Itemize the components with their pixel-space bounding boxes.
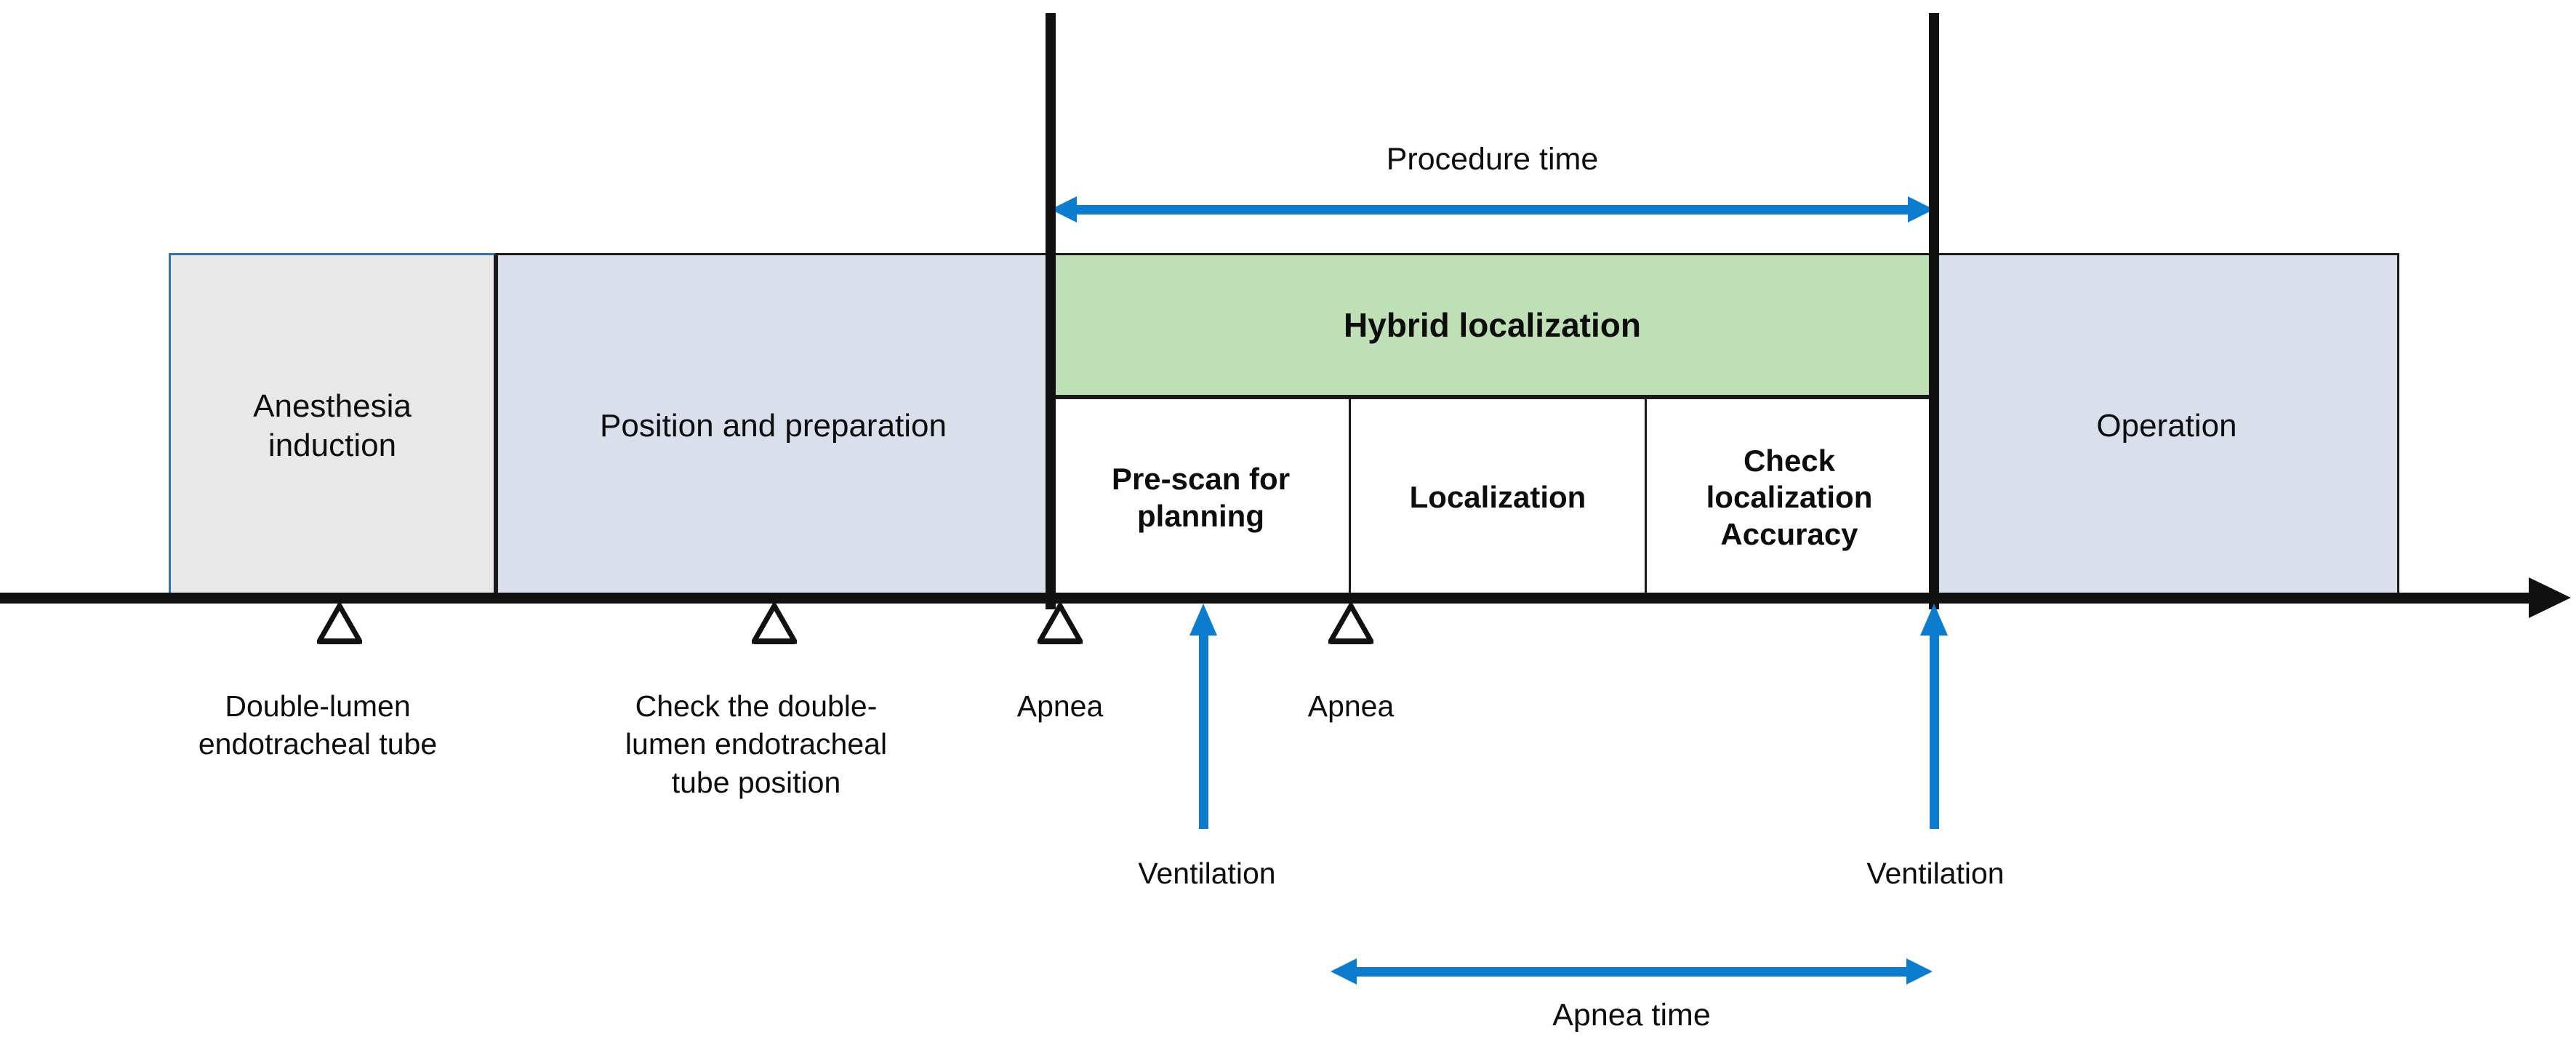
timeline-axis-arrow-icon	[2529, 577, 2571, 618]
arrow-shaft	[1072, 205, 1912, 215]
marker-label-check-tube-position: Check the double- lumen endotracheal tub…	[625, 689, 888, 799]
hybrid-step-label-pre-scan: Pre-scan for planning	[1111, 462, 1291, 533]
arrow-shaft	[1352, 967, 1911, 977]
apnea-time-arrow	[1331, 958, 1933, 985]
event-divider-right	[1929, 13, 1939, 609]
marker-label-apnea-second: Apnea	[1307, 689, 1395, 723]
event-divider-left	[1046, 13, 1056, 609]
apnea-time-label: Apnea time	[1552, 998, 1711, 1033]
hybrid-step-label-check-accuracy: Check localization Accuracy	[1706, 443, 1873, 551]
arrow-head-right	[1906, 958, 1933, 985]
arrow-shaft	[1930, 630, 1939, 829]
hybrid-step-pre-scan: Pre-scan for planning	[1051, 397, 1351, 598]
phase-box-operation: Operation	[1934, 253, 2399, 598]
hybrid-localization-label: Hybrid localization	[1344, 305, 1641, 344]
phase-box-position-and-preparation: Position and preparation	[496, 253, 1051, 598]
phase-label-position-and-preparation: Position and preparation	[600, 407, 947, 444]
triangle-marker-icon-3	[1038, 604, 1083, 644]
hybrid-step-localization: Localization	[1349, 397, 1647, 598]
marker-label-apnea-start: Apnea	[1016, 689, 1104, 723]
phase-label-anesthesia-induction: Anesthesia induction	[253, 388, 412, 463]
marker-label-double-lumen-tube: Double-lumen endotracheal tube	[198, 689, 438, 761]
procedure-time-arrow	[1051, 196, 1934, 223]
procedure-time-label: Procedure time	[1386, 142, 1599, 177]
phase-box-anesthesia-induction: Anesthesia induction	[169, 253, 496, 598]
ventilation-arrow-icon-1	[1189, 604, 1218, 829]
timeline-axis	[0, 593, 2541, 604]
triangle-marker-icon-1	[317, 604, 362, 644]
ventilation-label-1: Ventilation	[1138, 857, 1276, 890]
arrow-shaft	[1199, 630, 1208, 829]
ventilation-label-2: Ventilation	[1866, 857, 2005, 890]
hybrid-localization-band: Hybrid localization	[1051, 253, 1934, 397]
phase-label-operation: Operation	[2096, 407, 2237, 444]
triangle-marker-icon-4	[1328, 604, 1373, 644]
hybrid-step-label-localization: Localization	[1409, 480, 1586, 515]
hybrid-step-check-accuracy: Check localization Accuracy	[1645, 397, 1934, 598]
triangle-marker-icon-2	[752, 604, 797, 644]
ventilation-arrow-icon-2	[1920, 604, 1949, 829]
